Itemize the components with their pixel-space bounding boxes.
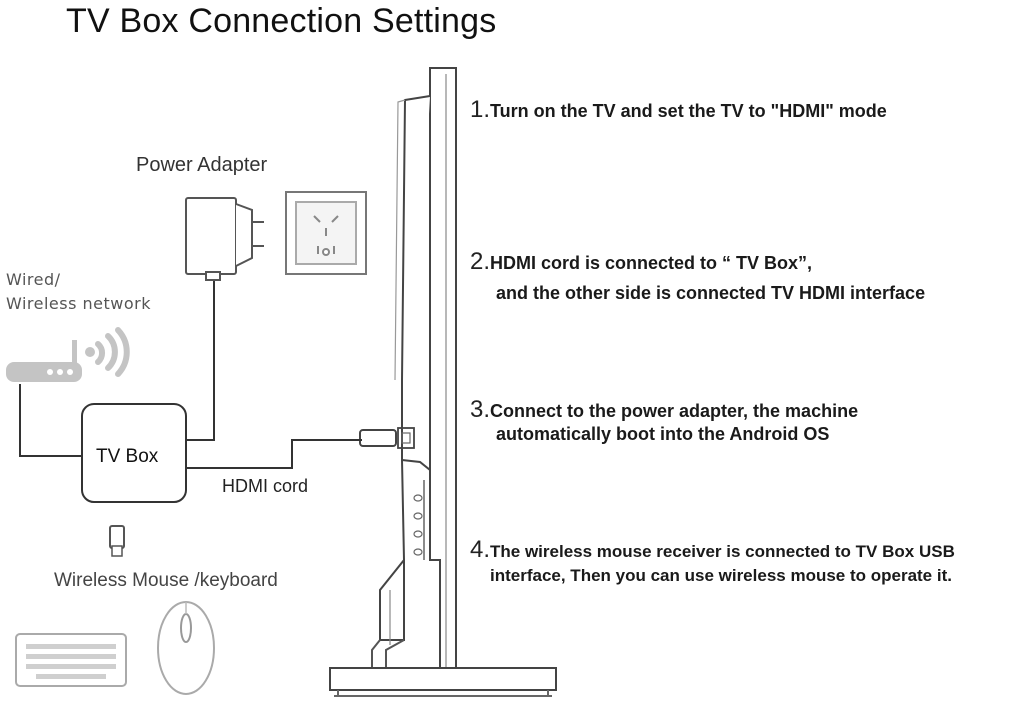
wifi-icon <box>85 327 130 377</box>
usb-receiver-icon <box>109 525 125 557</box>
step-2-line2: and the other side is connected TV HDMI … <box>496 283 926 303</box>
step-1: 1.Turn on the TV and set the TV to "HDMI… <box>470 96 887 124</box>
tv-box-icon <box>81 403 187 503</box>
router-icon <box>6 340 82 382</box>
keyboard-icon <box>15 633 127 687</box>
step-4-line2: interface, Then you can use wireless mou… <box>490 566 952 585</box>
power-adapter-icon <box>185 197 264 281</box>
mouse-icon <box>157 601 215 695</box>
mouse-keyboard-label: Wireless Mouse /keyboard <box>54 570 278 591</box>
step-text: HDMI cord is connected to “ TV Box”, <box>490 253 813 273</box>
step-text: The wireless mouse receiver is connected… <box>490 542 955 561</box>
step-number: 1. <box>470 96 491 123</box>
step-3: 3.Connect to the power adapter, the mach… <box>470 396 858 424</box>
step-4: 4.The wireless mouse receiver is connect… <box>470 536 955 564</box>
tv-box-label: TV Box <box>96 446 159 467</box>
power-adapter-label: Power Adapter <box>136 154 268 176</box>
cables <box>19 276 362 469</box>
step-text: Turn on the TV and set the TV to "HDMI" … <box>490 101 887 121</box>
hdmi-cord-label: HDMI cord <box>222 476 309 496</box>
step-text: Connect to the power adapter, the machin… <box>490 401 859 421</box>
network-label-line2: Wireless network <box>6 294 152 313</box>
step-3-line2: automatically boot into the Android OS <box>496 424 830 444</box>
step-number: 3. <box>470 396 491 423</box>
step-2: 2.HDMI cord is connected to “ TV Box”, <box>470 248 812 276</box>
step-number: 4. <box>470 536 491 563</box>
hdmi-plug-icon <box>359 429 397 447</box>
tv-side-icon <box>329 67 557 697</box>
wall-socket-icon <box>285 191 367 275</box>
network-label-line1: Wired/ <box>6 270 61 289</box>
step-number: 2. <box>470 248 491 275</box>
page-title: TV Box Connection Settings <box>66 2 497 40</box>
